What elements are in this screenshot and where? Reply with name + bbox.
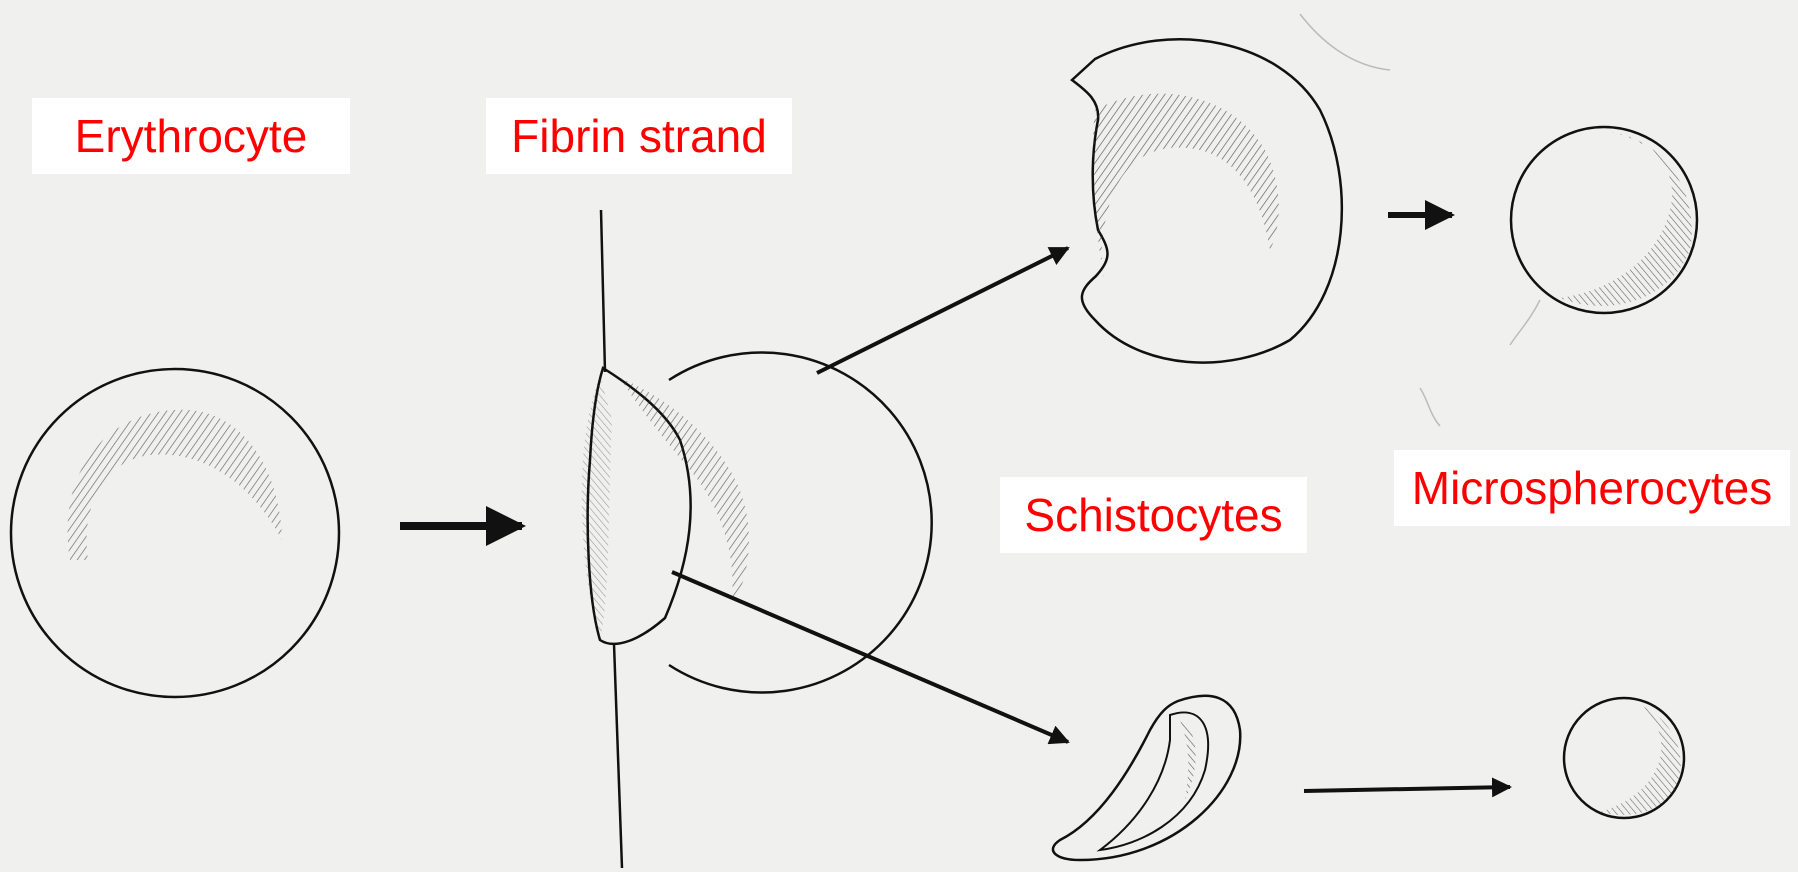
microspherocyte-large	[1511, 127, 1697, 313]
schistocyte-small	[1053, 696, 1240, 860]
arrow-to-microspherocyte-bottom	[1304, 787, 1510, 791]
faint-stray-lines	[1300, 14, 1540, 426]
schistocyte-large	[1072, 39, 1342, 362]
label-fibrin-strand: Fibrin strand	[486, 98, 792, 174]
label-schistocytes: Schistocytes	[1000, 477, 1307, 553]
erythrocyte-cell	[11, 369, 339, 697]
label-microspherocytes: Microspherocytes	[1394, 450, 1790, 526]
fibrin-strand-cell	[582, 210, 932, 868]
label-erythrocyte: Erythrocyte	[32, 98, 350, 174]
microspherocyte-small	[1564, 698, 1684, 818]
